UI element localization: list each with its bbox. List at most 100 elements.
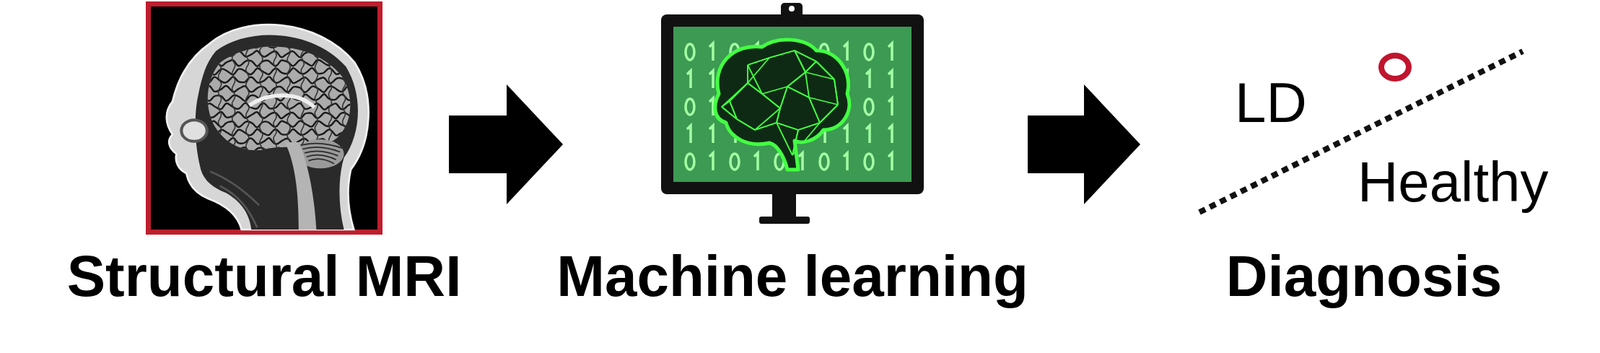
network-link bbox=[805, 61, 817, 73]
block-arrow bbox=[448, 84, 563, 205]
digit-zero bbox=[864, 153, 874, 170]
network-link bbox=[780, 86, 788, 109]
network-link bbox=[762, 86, 788, 94]
monitor-foot bbox=[759, 216, 810, 224]
sulcus-line bbox=[286, 45, 291, 153]
sulcus-line bbox=[202, 67, 360, 75]
sulcus-line bbox=[202, 120, 360, 130]
network-link bbox=[819, 104, 838, 123]
digit-zero bbox=[864, 44, 874, 60]
network-link bbox=[787, 86, 810, 98]
sulcus-line bbox=[314, 45, 319, 153]
digit-one bbox=[888, 70, 893, 89]
network-link bbox=[805, 61, 817, 73]
digit-zero bbox=[864, 98, 874, 115]
network-link bbox=[834, 79, 838, 105]
cerebellum-fold bbox=[308, 158, 334, 164]
sulcus-line bbox=[202, 48, 360, 58]
digit-zero bbox=[685, 98, 695, 115]
network-link bbox=[787, 86, 810, 98]
network-link bbox=[769, 50, 795, 58]
network-link bbox=[809, 97, 820, 123]
network-link bbox=[736, 119, 755, 130]
mri-image-box: Structural MRI bbox=[145, 1, 383, 235]
camera-lens bbox=[788, 5, 795, 12]
sulcus-line bbox=[202, 76, 360, 84]
network-link bbox=[780, 86, 788, 109]
brainstem bbox=[285, 142, 317, 230]
network-link bbox=[747, 57, 770, 83]
block-arrow bbox=[1027, 84, 1141, 205]
brain-gyri bbox=[202, 41, 360, 154]
network-link bbox=[787, 72, 806, 87]
sulcus-line bbox=[246, 45, 250, 153]
digit-one bbox=[888, 98, 893, 116]
digit-one bbox=[754, 152, 758, 171]
digit-one bbox=[888, 152, 893, 171]
sulcus-line bbox=[202, 129, 360, 137]
digit-one bbox=[687, 70, 691, 89]
digit-one bbox=[866, 70, 870, 89]
digit-one bbox=[709, 125, 714, 143]
node-illustration bbox=[661, 14, 924, 195]
head-outline bbox=[166, 24, 369, 230]
network-link bbox=[747, 82, 763, 94]
digit-one bbox=[843, 152, 848, 171]
digit-zero bbox=[685, 44, 695, 60]
network-link bbox=[721, 106, 737, 120]
sulcus-line bbox=[217, 45, 222, 153]
digit-zero bbox=[819, 153, 829, 170]
eye bbox=[181, 119, 207, 142]
digit-one bbox=[843, 43, 848, 61]
face-texture bbox=[210, 171, 260, 228]
network-link bbox=[721, 106, 737, 120]
network-link bbox=[787, 72, 806, 87]
sulcus-line bbox=[328, 45, 332, 153]
network-link bbox=[776, 108, 781, 123]
sulcus-line bbox=[202, 109, 360, 120]
network-link bbox=[819, 104, 838, 123]
node-illustration bbox=[150, 6, 378, 230]
network-link bbox=[809, 97, 838, 105]
corpus-callosum bbox=[249, 95, 315, 107]
digit-one bbox=[709, 98, 714, 116]
subject-marker bbox=[1381, 55, 1409, 79]
network-link bbox=[805, 72, 810, 98]
sulcus-line bbox=[340, 45, 345, 153]
network-link bbox=[762, 93, 781, 109]
sulcus-line bbox=[202, 41, 360, 51]
network-link bbox=[809, 97, 820, 123]
model-monitor-box: Machine learning bbox=[661, 14, 924, 195]
network-link bbox=[762, 93, 781, 109]
mri-background bbox=[150, 6, 378, 230]
network-link bbox=[834, 79, 838, 105]
network-link bbox=[769, 50, 795, 58]
sulcus-line bbox=[273, 45, 278, 153]
class-label: LD bbox=[1234, 74, 1307, 131]
digit-one bbox=[888, 125, 893, 143]
digit-one bbox=[709, 43, 714, 61]
digit-one bbox=[888, 43, 893, 61]
network-link bbox=[746, 64, 749, 83]
panel-caption: Diagnosis bbox=[1226, 247, 1502, 306]
digit-one bbox=[709, 152, 714, 171]
monitor-stand bbox=[772, 192, 797, 220]
digit-zero bbox=[730, 153, 740, 170]
network-link bbox=[754, 108, 781, 130]
sulcus-line bbox=[232, 45, 236, 153]
network-link bbox=[747, 82, 763, 94]
digit-zero bbox=[685, 153, 695, 170]
class-label: Healthy bbox=[1357, 153, 1549, 211]
digit-one bbox=[687, 125, 691, 143]
monitor-bezel bbox=[661, 14, 924, 195]
sulcus-line bbox=[202, 59, 360, 68]
sulcus-line bbox=[202, 85, 360, 94]
digit-one bbox=[866, 125, 870, 143]
panel-caption: Structural MRI bbox=[67, 247, 462, 306]
brain-outline bbox=[715, 39, 850, 170]
panel-caption: Machine learning bbox=[556, 247, 1028, 306]
brain-fill bbox=[715, 39, 850, 170]
network-link bbox=[746, 64, 749, 83]
network-link bbox=[805, 72, 835, 80]
